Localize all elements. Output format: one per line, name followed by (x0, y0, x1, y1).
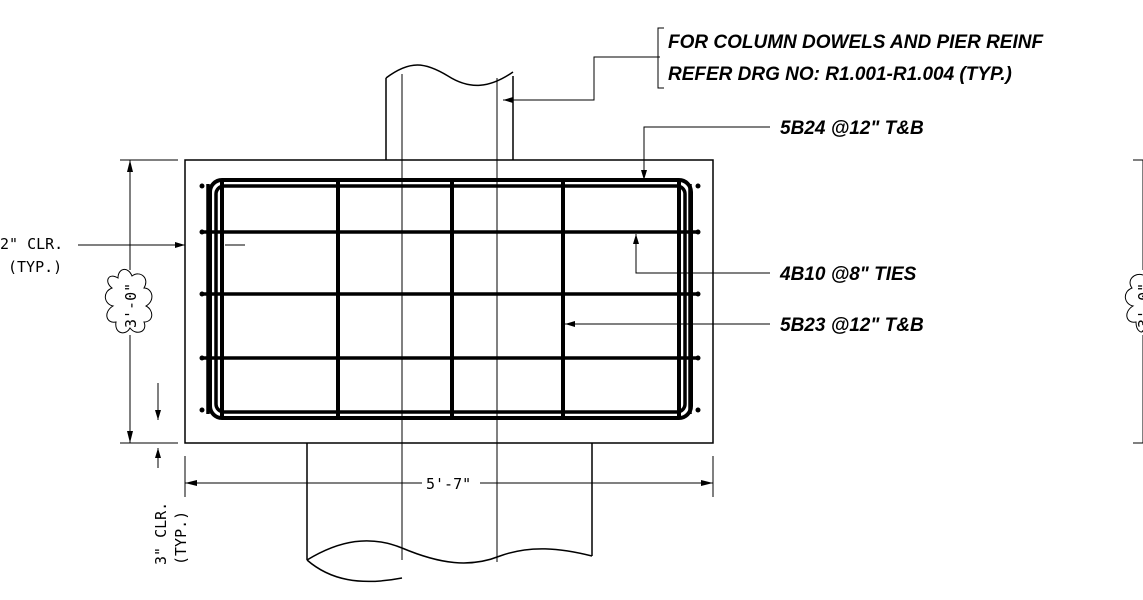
note-line-2: REFER DRG NO: R1.001-R1.004 (TYP.) (668, 64, 1012, 85)
ties-leader (633, 234, 770, 274)
side-clear-leader (78, 242, 245, 248)
width-label: 5'-7" (426, 475, 471, 493)
side-clear-line-1: 2" CLR. (0, 235, 63, 253)
note-line-1: FOR COLUMN DOWELS AND PIER REINF (668, 32, 1044, 53)
bottom-clear-line-2: (TYP.) (172, 511, 190, 565)
footing-outline (184, 159, 714, 444)
height-right-label: 3'-0" (1135, 283, 1143, 328)
note-leader (503, 27, 664, 103)
top-bars-label: 5B24 @12" T&B (780, 118, 924, 139)
bottom-clear-line-1: 3" CLR. (152, 502, 170, 565)
rebar-cage (199, 178, 701, 420)
top-bars-leader (641, 126, 770, 180)
height-left-label: 3'-0" (122, 283, 140, 328)
adjacent-detail-partial: 3'-0" (1124, 159, 1143, 444)
width-dimension (184, 456, 714, 497)
side-clear-line-2: (TYP.) (8, 258, 62, 276)
lower-pier (306, 443, 593, 583)
height-dimension-left: 3'-0" (104, 159, 178, 444)
bottom-bars-label: 5B23 @12" T&B (780, 315, 924, 336)
ties-label: 4B10 @8" TIES (779, 264, 917, 285)
bottom-bars-leader (565, 321, 770, 327)
column-projection-lines (401, 160, 498, 562)
bottom-clear-leader (155, 383, 178, 468)
upper-column (385, 64, 514, 160)
